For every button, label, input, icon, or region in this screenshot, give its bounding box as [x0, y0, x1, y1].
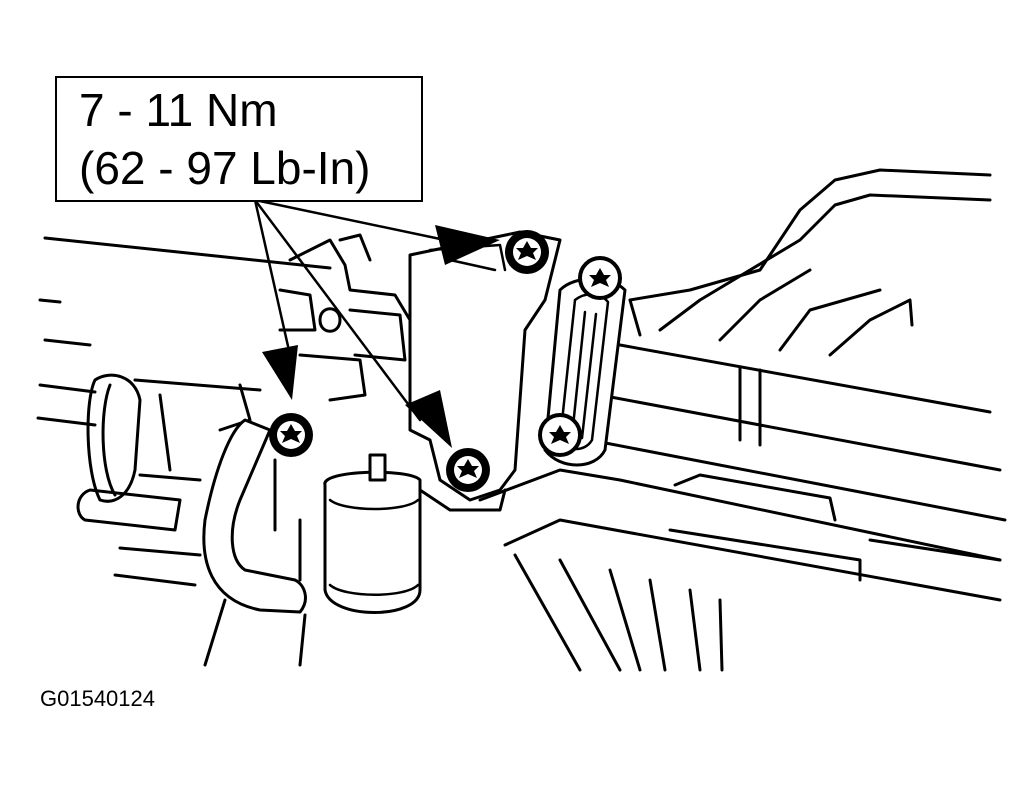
torx-bolt-icon — [446, 448, 490, 492]
left-mechanism — [86, 233, 412, 503]
torque-callout: 7 - 11 Nm (62 - 97 Lb-In) — [55, 76, 423, 202]
torque-nm-label: 7 - 11 Nm — [79, 84, 278, 136]
torx-bolt-icon — [538, 413, 582, 457]
bottom-frame — [418, 468, 1002, 672]
arrow-icon — [435, 225, 500, 265]
arrow-icon — [262, 345, 298, 400]
housing-lines — [36, 236, 1007, 522]
torx-bolt-icon — [269, 413, 313, 457]
lower-parts — [76, 418, 422, 667]
upper-bracket — [628, 168, 992, 357]
leader-lines — [253, 198, 447, 422]
torque-lbin-label: (62 - 97 Lb-In) — [79, 142, 371, 194]
torx-bolt-icon — [505, 230, 549, 274]
torx-bolt-icon — [578, 256, 622, 300]
figure-id-label: G01540124 — [40, 686, 155, 711]
arrow-icon — [405, 390, 452, 448]
